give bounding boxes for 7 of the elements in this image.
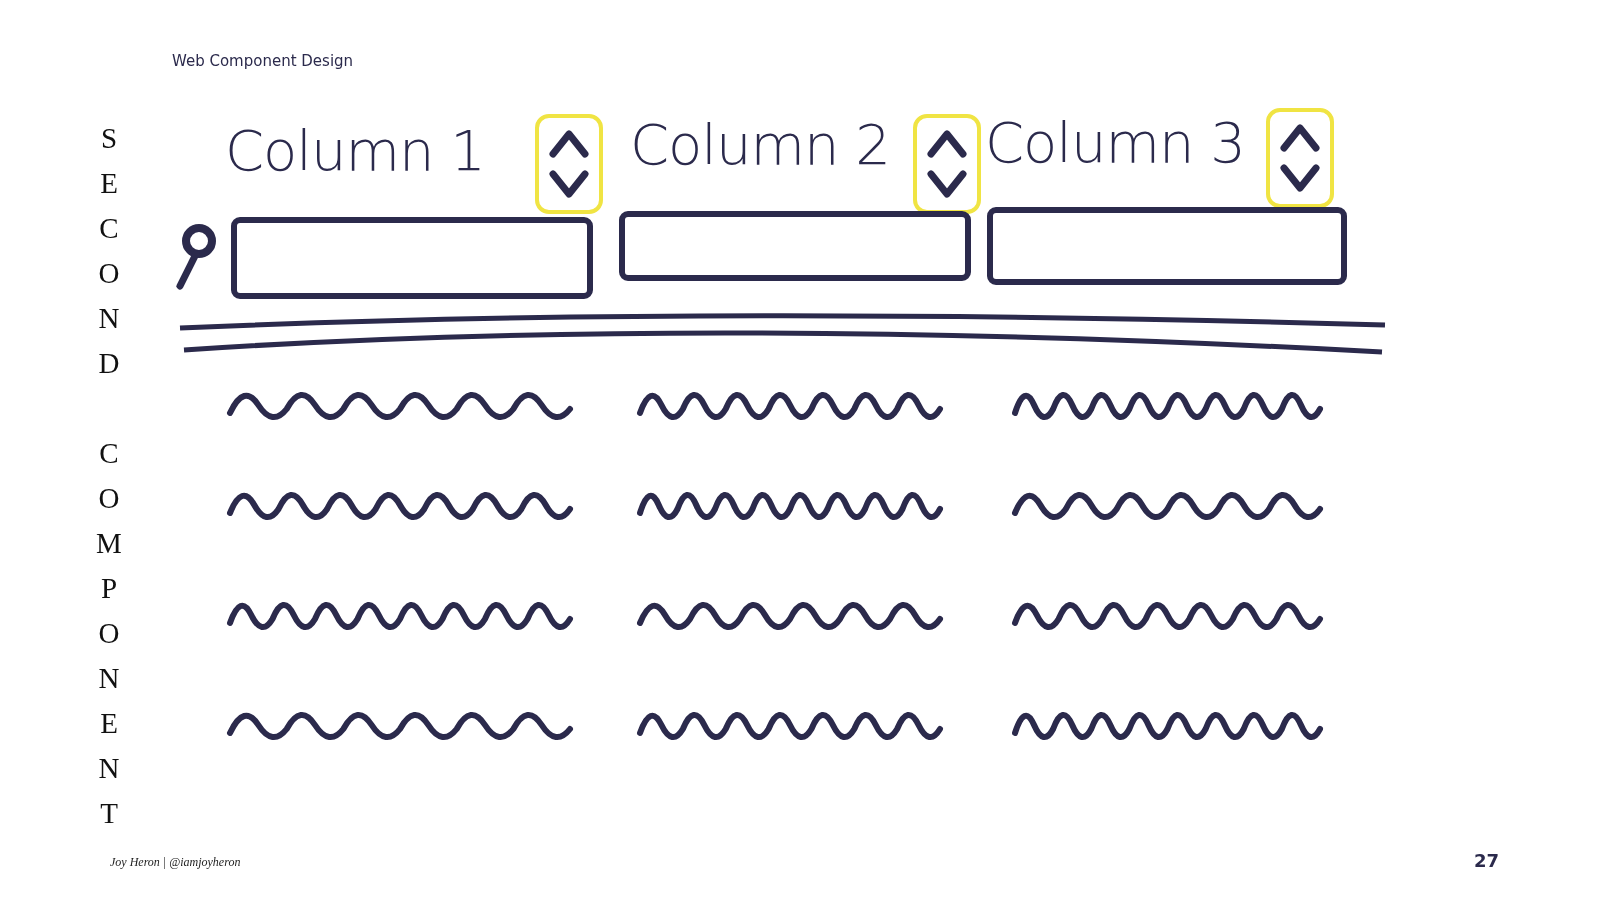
slide-title: Web Component Design xyxy=(172,52,354,70)
page-number: 27 xyxy=(1474,850,1500,871)
column-heading: Column 2 xyxy=(630,112,890,177)
vertical-text: SECOND COMPONENT xyxy=(94,122,124,842)
author-credit: Joy Heron | @iamjoyheron xyxy=(110,855,241,870)
column-heading: Column 3 xyxy=(985,110,1245,175)
column-heading: Column 1 xyxy=(225,118,485,183)
